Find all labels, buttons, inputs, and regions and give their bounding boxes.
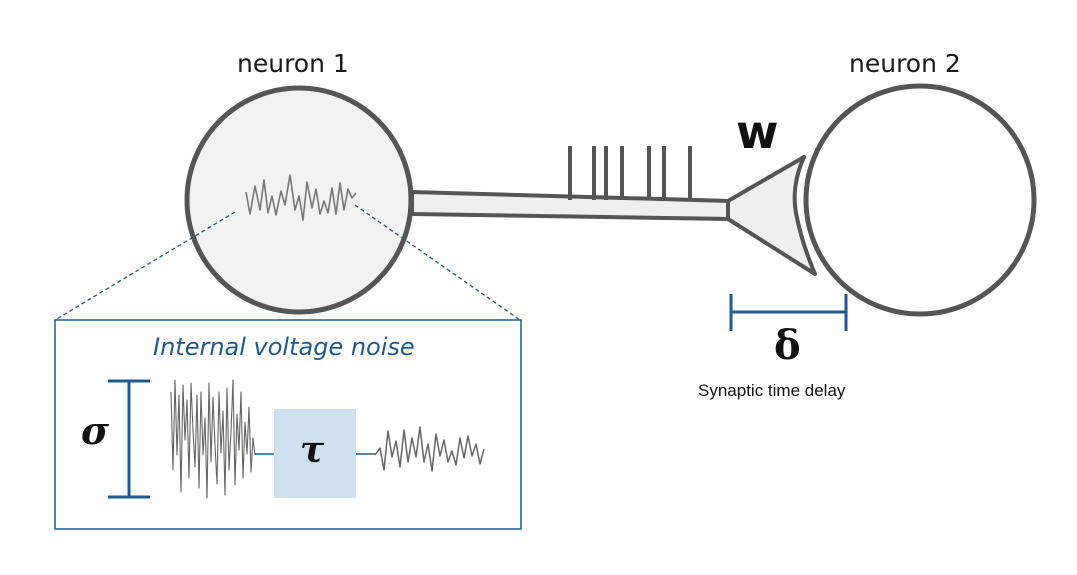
neuron-1-label: neuron 1: [237, 49, 349, 78]
synapse-terminal: [726, 155, 817, 276]
sigma-label: σ: [81, 408, 110, 453]
sigma-bracket: [108, 379, 150, 499]
zoom-line-right: [354, 204, 521, 321]
raw-noise-trace: [170, 379, 256, 499]
delay-symbol: δ: [774, 322, 801, 369]
tau-filter-box: [274, 409, 356, 498]
spike-train: [568, 146, 692, 200]
weight-label: w: [736, 105, 779, 159]
filtered-noise-trace: [374, 426, 485, 472]
tau-label: τ: [300, 429, 325, 471]
soma-noise-trace: [245, 174, 357, 221]
neuron-2-label: neuron 2: [849, 49, 961, 78]
neuron-2-soma: [803, 83, 1037, 317]
delay-caption: Synaptic time delay: [698, 381, 846, 400]
delay-bracket: [729, 294, 848, 331]
noise-inset-title: Internal voltage noise: [153, 333, 415, 361]
